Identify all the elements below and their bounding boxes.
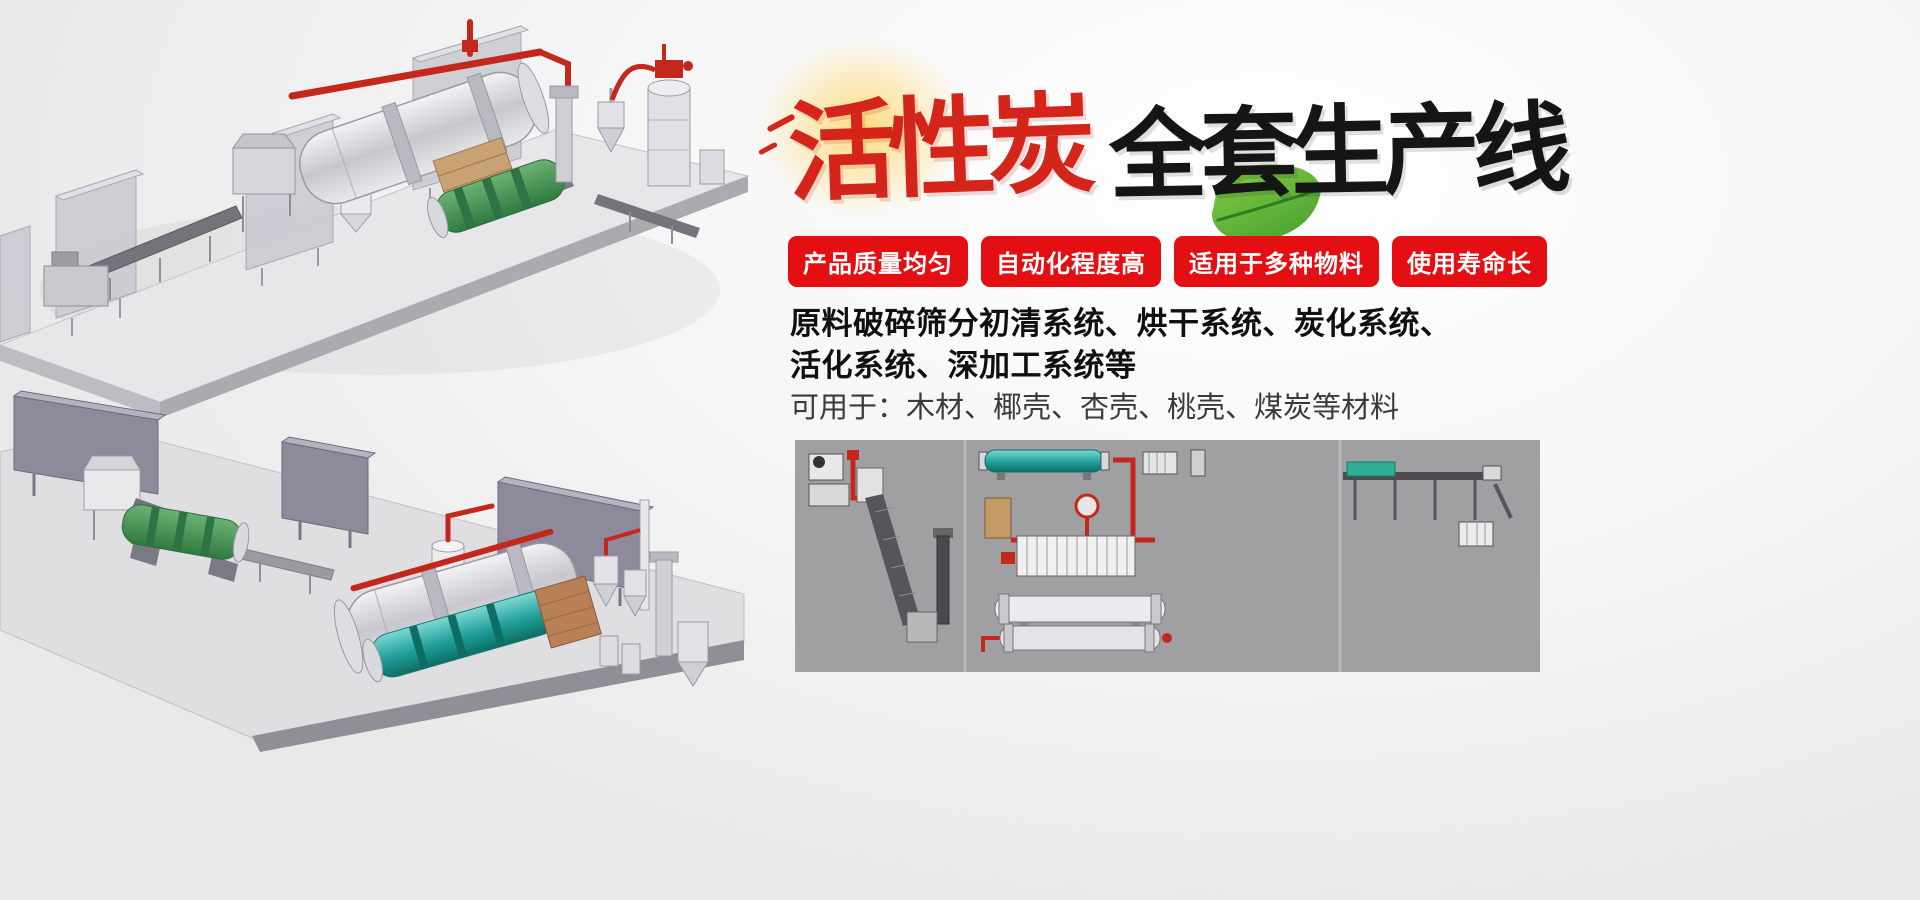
schematic-rotary-drums [981,593,1172,653]
title-black-text: 全套生产线 [1108,92,1566,214]
render-top-scene [0,19,750,418]
bottom-rotary-drums [333,528,579,683]
leaf-icon [1211,164,1322,242]
schematic-left-cluster [808,450,953,643]
bottom-tower-cluster [593,499,709,687]
top-tower-cluster [549,44,725,244]
systems-description-line1: 原料破碎筛分初清系统、烘干系统、炭化系统、 [790,306,1452,342]
materials-description: 可用于：木材、椰壳、杏壳、桃壳、煤炭等材料 [790,390,1400,424]
main-title: 活性炭 全套生产线 [786,82,1566,217]
top-feeder-conveyor [43,133,296,307]
title-glow [758,38,968,218]
badge-materials: 适用于多种物料 [1174,236,1379,287]
schematic-panel [795,440,1540,672]
bottom-green-drum [121,504,250,582]
top-green-drum [426,159,574,239]
render-bottom-scene [0,390,745,752]
top-rotary-drum [299,62,550,205]
badge-lifespan: 使用寿命长 [1392,236,1547,287]
plant-layout-schematic [795,440,1540,672]
badge-automation: 自动化程度高 [981,236,1161,287]
schematic-heat-section [984,493,1155,577]
title-red-text: 活性炭 [785,81,1091,218]
bottom-brick-structure [534,575,602,649]
badge-quality: 产品质量均匀 [788,236,968,287]
top-platform [0,129,750,418]
top-red-piping [288,19,571,100]
systems-description-line2: 活化系统、深加工系统等 [790,348,1137,384]
schematic-teal-dryer [978,449,1206,540]
feature-badges: 产品质量均匀 自动化程度高 适用于多种物料 使用寿命长 [788,236,1547,287]
production-line-renders [0,19,750,752]
schematic-right-cluster [1343,461,1513,547]
